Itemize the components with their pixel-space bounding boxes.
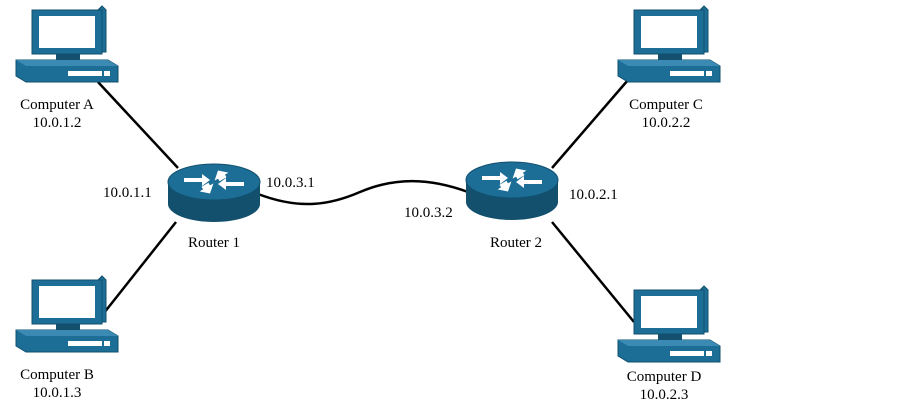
router-2-name: Router 2 (489, 235, 543, 251)
computer-a-name: Computer A (20, 97, 94, 113)
link-router-2-computer-c (551, 79, 629, 169)
computer-d-label: Computer D 10.0.2.3 (627, 368, 702, 404)
router-1-icon (167, 163, 261, 223)
computer-c-label: Computer C 10.0.2.2 (629, 96, 703, 132)
router-2-icon (465, 161, 559, 221)
computer-b-label: Computer B 10.0.1.3 (20, 366, 94, 402)
link-computer-b-router-1 (99, 221, 177, 319)
router-1-name: Router 1 (187, 235, 241, 251)
computer-b-name: Computer B (20, 367, 94, 383)
links (97, 79, 635, 323)
link-computer-a-router-1 (97, 81, 179, 169)
router-1-ip-wan: 10.0.3.1 (266, 175, 315, 191)
computer-b-icon (15, 275, 119, 353)
computer-d-name: Computer D (626, 369, 702, 385)
link-router-2-computer-d (551, 221, 635, 323)
computer-a-label: Computer A 10.0.1.2 (20, 96, 94, 132)
computer-c-ip: 10.0.2.2 (641, 115, 691, 131)
computer-c-icon (617, 5, 721, 83)
computer-b-ip: 10.0.1.3 (32, 385, 82, 401)
computer-a-ip: 10.0.1.2 (32, 115, 82, 131)
computer-a-icon (15, 5, 119, 83)
computer-d-icon (617, 285, 721, 363)
link-router-1-router-2 (257, 179, 469, 206)
router-1-ip-lan: 10.0.1.1 (103, 185, 152, 201)
router-2-ip-lan: 10.0.2.1 (569, 187, 618, 203)
computer-c-name: Computer C (629, 97, 703, 113)
router-2-ip-wan: 10.0.3.2 (404, 205, 453, 221)
computer-d-ip: 10.0.2.3 (639, 387, 689, 403)
